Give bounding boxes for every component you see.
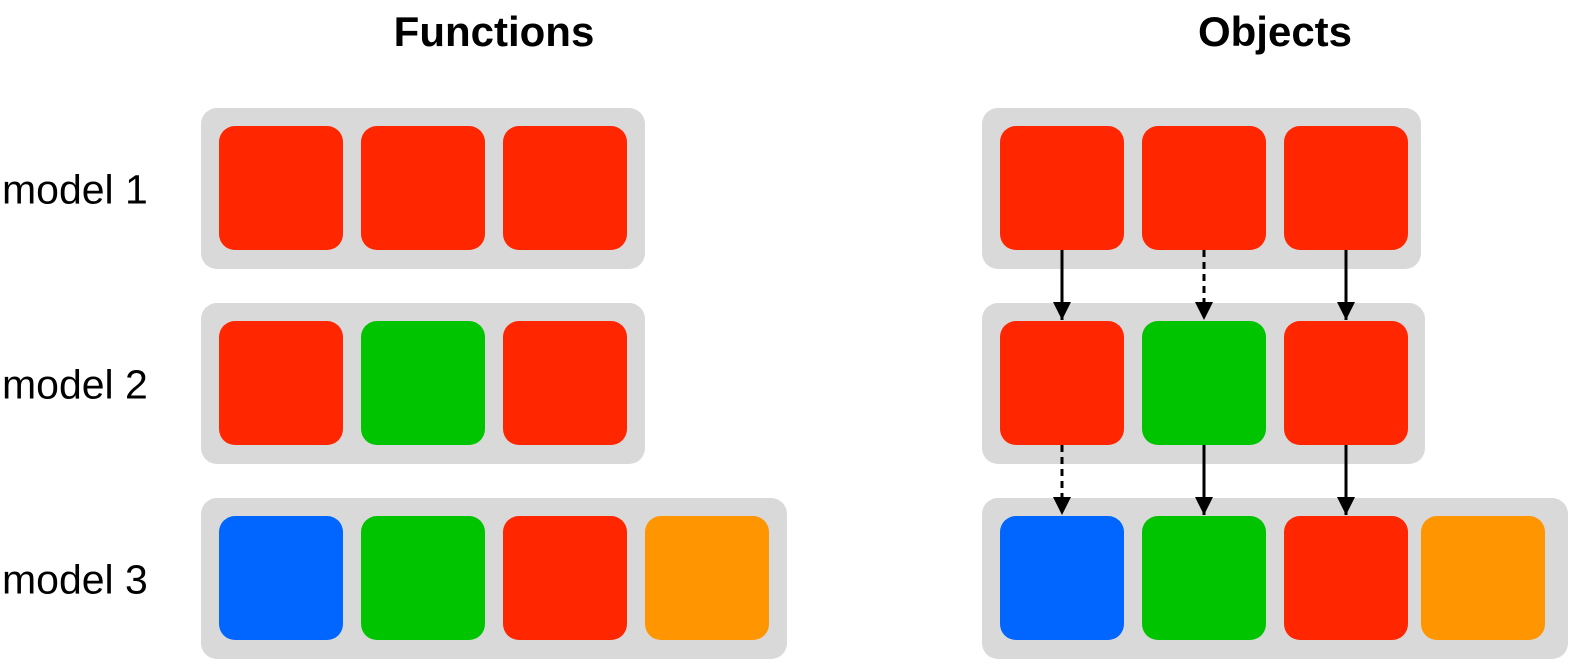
function-block-red-model-3-3 <box>503 516 627 640</box>
object-block-red-model-2-3 <box>1284 321 1408 445</box>
row-label-model-3: model 3 <box>2 556 148 603</box>
object-block-red-model-1-2 <box>1142 126 1266 250</box>
object-block-blue-model-3-1 <box>1000 516 1124 640</box>
function-block-red-model-2-3 <box>503 321 627 445</box>
function-block-blue-model-3-1 <box>219 516 343 640</box>
function-block-red-model-1-3 <box>503 126 627 250</box>
objects-heading: Objects <box>1197 8 1353 55</box>
object-block-red-model-3-3 <box>1284 516 1408 640</box>
object-block-orange-model-3-4 <box>1421 516 1545 640</box>
function-block-red-model-2-1 <box>219 321 343 445</box>
object-block-red-model-2-1 <box>1000 321 1124 445</box>
function-block-green-model-2-2 <box>361 321 485 445</box>
object-block-red-model-1-3 <box>1284 126 1408 250</box>
function-block-red-model-1-1 <box>219 126 343 250</box>
object-block-red-model-1-1 <box>1000 126 1124 250</box>
object-block-green-model-2-2 <box>1142 321 1266 445</box>
function-block-red-model-1-2 <box>361 126 485 250</box>
function-block-green-model-3-2 <box>361 516 485 640</box>
function-block-orange-model-3-4 <box>645 516 769 640</box>
object-block-green-model-3-2 <box>1142 516 1266 640</box>
functions-heading: Functions <box>393 8 595 55</box>
row-label-model-2: model 2 <box>2 361 148 408</box>
row-label-model-1: model 1 <box>2 166 148 213</box>
